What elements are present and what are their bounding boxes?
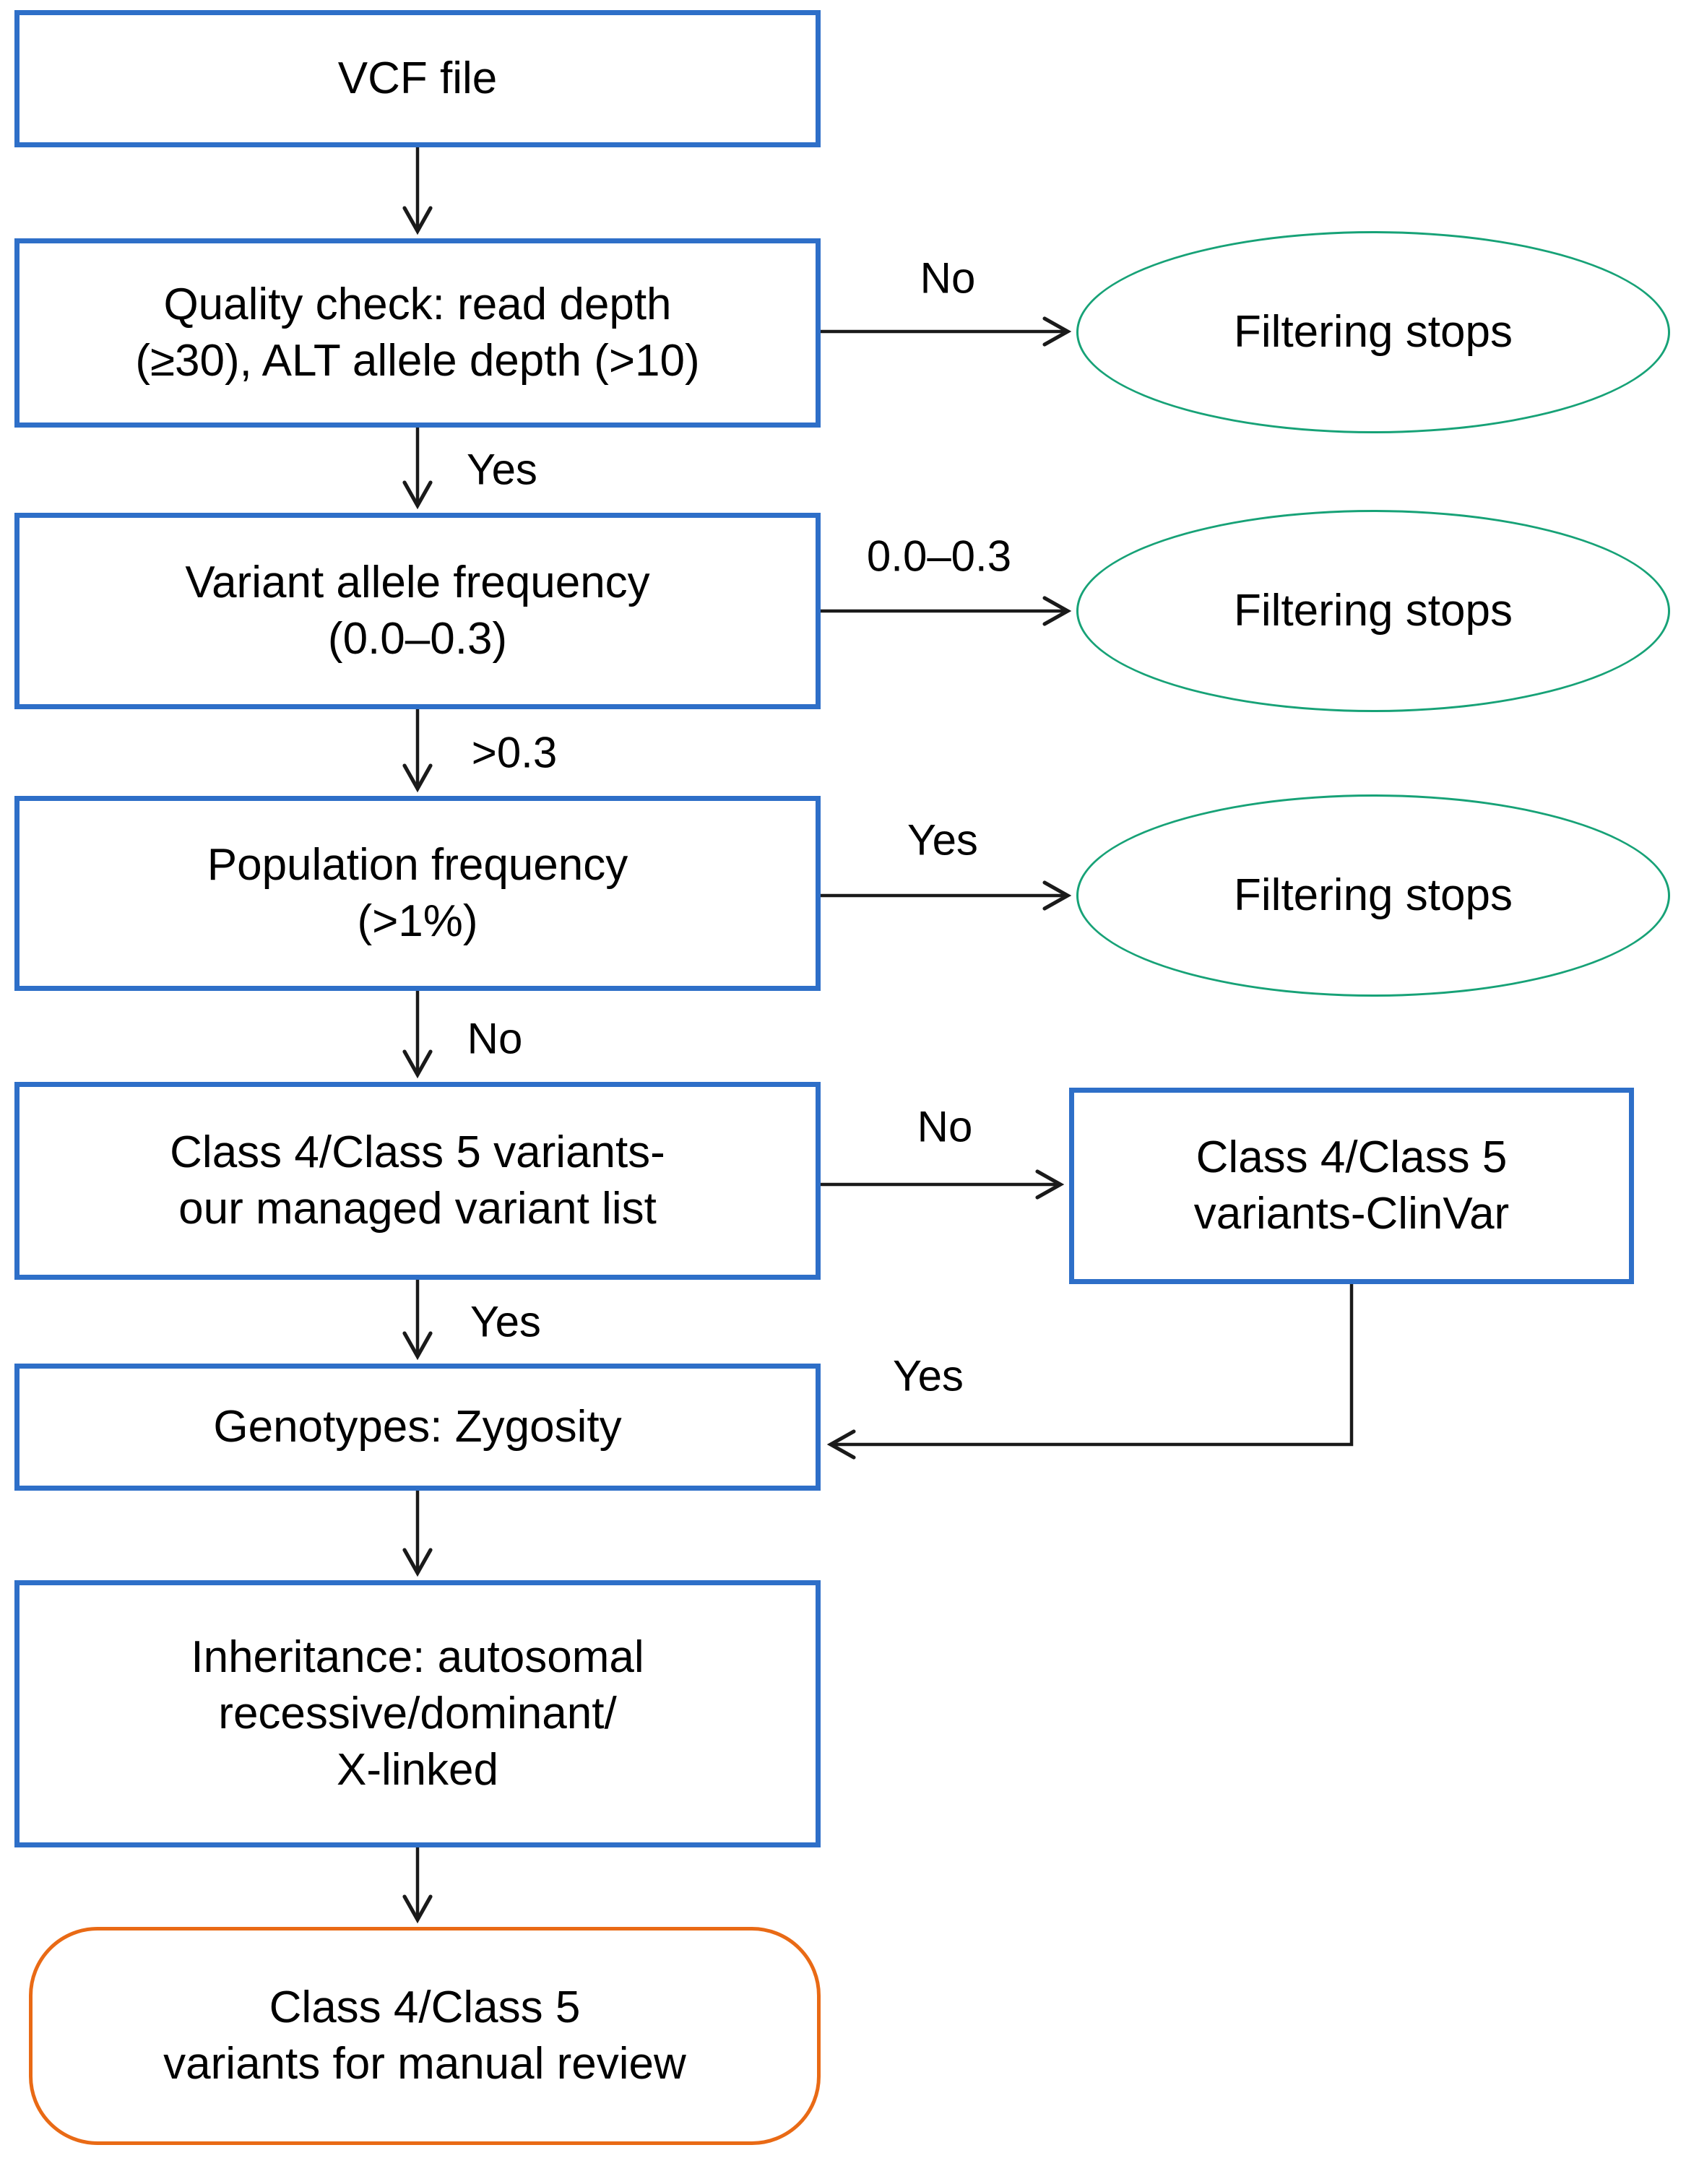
- edge-label-popfreq-yes: Yes: [907, 815, 978, 864]
- node-quality-check: Quality check: read depth (≥30), ALT all…: [14, 238, 821, 428]
- node-vcf-file: VCF file: [14, 10, 821, 147]
- arrow-clinvar-to-genotypes: [826, 1284, 1354, 1460]
- node-inheritance: Inheritance: autosomal recessive/dominan…: [14, 1580, 821, 1847]
- node-population-frequency: Population frequency (>1%): [14, 796, 821, 991]
- node-manual-review: Class 4/Class 5 variants for manual revi…: [29, 1927, 821, 2145]
- edge-label-managed-no: No: [917, 1102, 973, 1151]
- edge-label-managed-yes: Yes: [470, 1297, 541, 1346]
- edge-label-vaf-gt: >0.3: [471, 728, 558, 777]
- node-filtering-stops-3: Filtering stops: [1076, 794, 1670, 997]
- node-filtering-stops-2: Filtering stops: [1076, 510, 1670, 712]
- node-filtering-stops-1: Filtering stops: [1076, 231, 1670, 433]
- node-clinvar-variants: Class 4/Class 5 variants-ClinVar: [1069, 1088, 1634, 1284]
- edge-label-clinvar-yes: Yes: [893, 1351, 964, 1400]
- edge-label-quality-yes: Yes: [467, 445, 537, 494]
- edge-label-popfreq-no: No: [467, 1014, 523, 1063]
- node-variant-allele-frequency: Variant allele frequency (0.0–0.3): [14, 513, 821, 709]
- edge-label-vaf-range: 0.0–0.3: [866, 532, 1012, 581]
- node-managed-variant-list: Class 4/Class 5 variants- our managed va…: [14, 1082, 821, 1280]
- edge-label-quality-no: No: [920, 254, 976, 303]
- node-genotypes-zygosity: Genotypes: Zygosity: [14, 1364, 821, 1491]
